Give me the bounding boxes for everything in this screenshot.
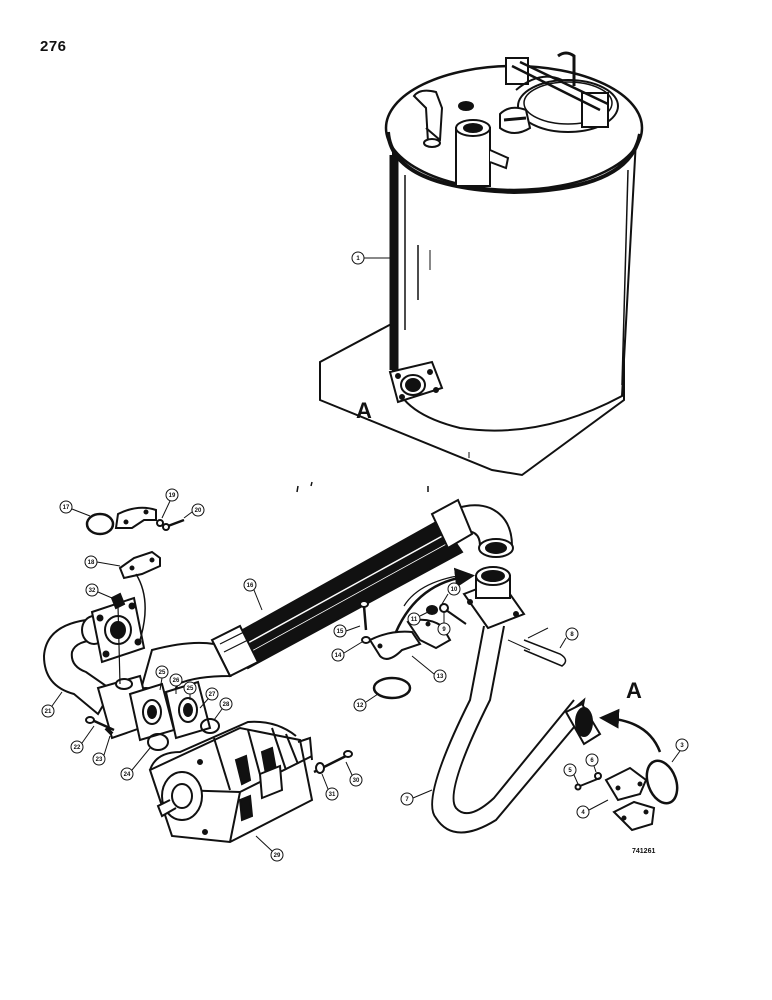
callout-26: 26 xyxy=(169,673,183,694)
svg-text:24: 24 xyxy=(124,772,131,778)
callout-32: 32 xyxy=(85,583,113,599)
clip-8 xyxy=(523,639,567,667)
callout-25-right: 25 xyxy=(183,681,197,700)
svg-text:26: 26 xyxy=(173,678,180,684)
callout-1: 1 xyxy=(351,251,392,265)
callout-5: 5 xyxy=(563,763,579,785)
page-number: 276 xyxy=(40,38,67,55)
svg-text:21: 21 xyxy=(45,709,52,715)
callout-21: 21 xyxy=(41,691,63,718)
svg-text:25: 25 xyxy=(159,670,166,676)
callout-23: 23 xyxy=(92,735,111,766)
svg-text:8: 8 xyxy=(570,632,574,638)
svg-text:11: 11 xyxy=(411,617,418,623)
svg-text:30: 30 xyxy=(353,778,360,784)
tank-outlet-flange xyxy=(388,360,444,404)
svg-text:9: 9 xyxy=(442,627,446,633)
svg-text:18: 18 xyxy=(88,560,95,566)
callout-22: 22 xyxy=(70,725,95,754)
arrow-to-tube-end xyxy=(599,708,662,753)
svg-text:22: 22 xyxy=(74,745,81,751)
svg-text:4: 4 xyxy=(581,810,585,816)
svg-text:14: 14 xyxy=(335,653,342,659)
callout-13: 13 xyxy=(411,655,447,683)
suction-tube-7 xyxy=(431,566,602,834)
stray-marks xyxy=(296,481,429,493)
hydraulic-pump xyxy=(148,720,353,844)
callout-28: 28 xyxy=(213,697,233,721)
lockwasher-19 xyxy=(156,519,164,527)
svg-text:31: 31 xyxy=(329,792,336,798)
svg-text:23: 23 xyxy=(96,757,103,763)
reservoir-tank xyxy=(319,51,644,477)
callout-12: 12 xyxy=(353,693,379,712)
arrow-to-tube-top xyxy=(394,567,475,633)
svg-text:6: 6 xyxy=(590,758,594,764)
clamp-13-left xyxy=(368,630,422,660)
clamp-half-lower xyxy=(118,550,161,580)
svg-text:17: 17 xyxy=(63,505,70,511)
o-ring-28 xyxy=(200,718,220,734)
svg-text:5: 5 xyxy=(568,768,572,774)
clamp-group-lower-right xyxy=(574,759,679,832)
svg-text:19: 19 xyxy=(169,493,176,499)
callout-20: 20 xyxy=(183,503,205,519)
callout-11: 11 xyxy=(407,611,429,626)
o-ring-3 xyxy=(645,759,679,805)
svg-text:12: 12 xyxy=(357,703,364,709)
drawing-number: 741261 xyxy=(632,848,656,855)
svg-text:27: 27 xyxy=(209,692,216,698)
clamp-group-upper-left xyxy=(85,506,185,641)
reference-letter-tube: A xyxy=(626,678,642,703)
callout-14: 14 xyxy=(331,641,363,662)
svg-text:16: 16 xyxy=(247,583,254,589)
callout-10: 10 xyxy=(441,582,461,605)
callout-30: 30 xyxy=(345,761,363,787)
svg-text:25: 25 xyxy=(187,686,194,692)
clamp-half-upper xyxy=(114,506,157,529)
svg-text:20: 20 xyxy=(195,508,202,514)
callout-24: 24 xyxy=(120,747,151,781)
clamp-half-4-a xyxy=(604,766,648,802)
callout-27: 27 xyxy=(199,687,219,709)
callout-17: 17 xyxy=(59,500,91,517)
callout-9: 9 xyxy=(437,612,451,636)
callouts: 1 17 19 20 1 xyxy=(41,251,689,862)
inlet-manifold xyxy=(42,592,220,751)
callout-19: 19 xyxy=(161,488,179,519)
callout-25-left: 25 xyxy=(155,665,169,691)
suction-hose-assembly xyxy=(131,498,514,714)
lockwasher-14 xyxy=(361,636,371,644)
svg-text:1: 1 xyxy=(356,256,360,262)
top-fitting-elbow xyxy=(412,89,444,144)
lockwasher-31 xyxy=(315,762,325,774)
svg-text:15: 15 xyxy=(337,629,344,635)
svg-text:13: 13 xyxy=(437,674,444,680)
svg-text:10: 10 xyxy=(451,587,458,593)
callout-4: 4 xyxy=(576,799,609,819)
o-ring-24 xyxy=(147,733,169,751)
callout-6-upper: 6 xyxy=(585,753,599,773)
callout-16: 16 xyxy=(243,578,263,611)
o-ring-12 xyxy=(372,676,412,700)
svg-text:3: 3 xyxy=(680,743,684,749)
svg-text:28: 28 xyxy=(223,702,230,708)
clamp-half-4-b xyxy=(612,800,656,832)
callout-3: 3 xyxy=(671,738,689,763)
svg-text:7: 7 xyxy=(405,797,409,803)
svg-text:32: 32 xyxy=(89,588,96,594)
callout-18: 18 xyxy=(84,555,121,569)
hose-body xyxy=(230,518,464,670)
callout-31: 31 xyxy=(321,773,339,801)
o-ring-17 xyxy=(85,512,115,536)
callout-7: 7 xyxy=(400,789,433,806)
reference-letter-tank: A xyxy=(356,398,372,423)
callout-15: 15 xyxy=(333,624,361,638)
assembly-arrows xyxy=(394,567,662,753)
callout-8-upper: 8 xyxy=(559,627,579,649)
callout-29: 29 xyxy=(255,835,284,862)
svg-text:29: 29 xyxy=(274,853,281,859)
